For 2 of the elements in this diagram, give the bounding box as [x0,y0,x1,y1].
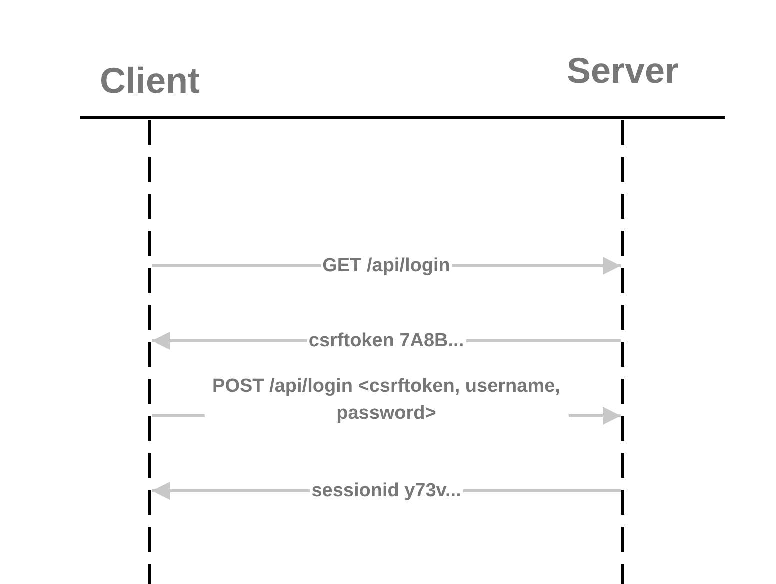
participant-label: Client [98,60,201,102]
participant-label: Server [566,50,680,92]
